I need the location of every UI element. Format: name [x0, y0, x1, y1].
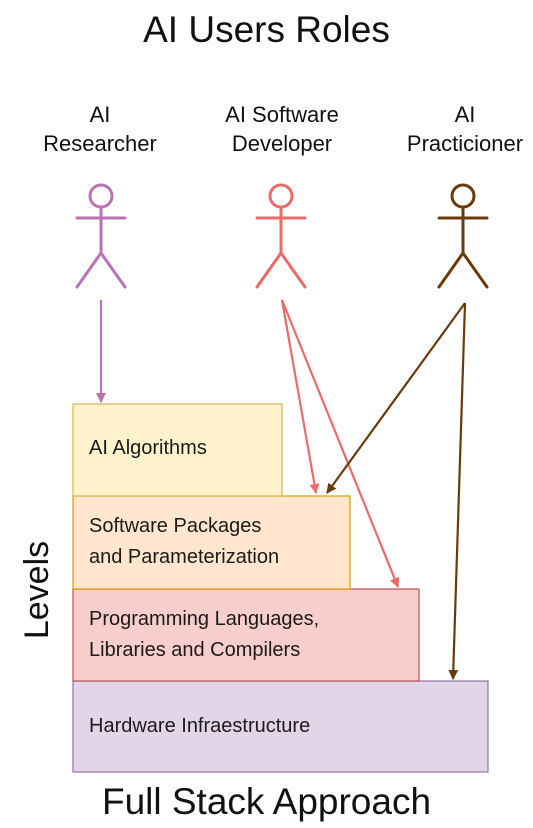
researcher-actor-icon [75, 183, 127, 289]
arrow-practicioner-to-software-packages [326, 302, 466, 494]
level-box-hardware [72, 680, 489, 773]
level-label-ai-algorithms: AI Algorithms [89, 437, 207, 459]
level-box-ai-algorithms [72, 403, 283, 497]
arrow-practicioner-to-hardware [448, 302, 467, 680]
developer-actor-icon [255, 183, 307, 289]
diagram-footer: Full Stack Approach [101, 781, 432, 822]
level-label-programming: Programming Languages, Libraries and Com… [89, 608, 320, 661]
role-label-software-developer: AI Software Developer [225, 102, 339, 156]
role-label-practicioner: AI Practicioner [406, 102, 524, 156]
level-box-programming [72, 588, 420, 682]
level-label-software-packages: Software Packages and Parameterization [89, 515, 280, 568]
arrow-developer-to-programming [280, 299, 400, 588]
level-label-hardware: Hardware Infraestructure [89, 715, 311, 737]
diagram-title: AI Users Roles [143, 9, 390, 50]
role-label-researcher: AI Researcher [43, 102, 157, 156]
arrow-developer-to-software-packages [280, 299, 320, 494]
practicioner-actor-icon [437, 183, 489, 289]
level-box-software-packages [72, 495, 351, 590]
levels-axis-label: Levels [18, 540, 56, 640]
